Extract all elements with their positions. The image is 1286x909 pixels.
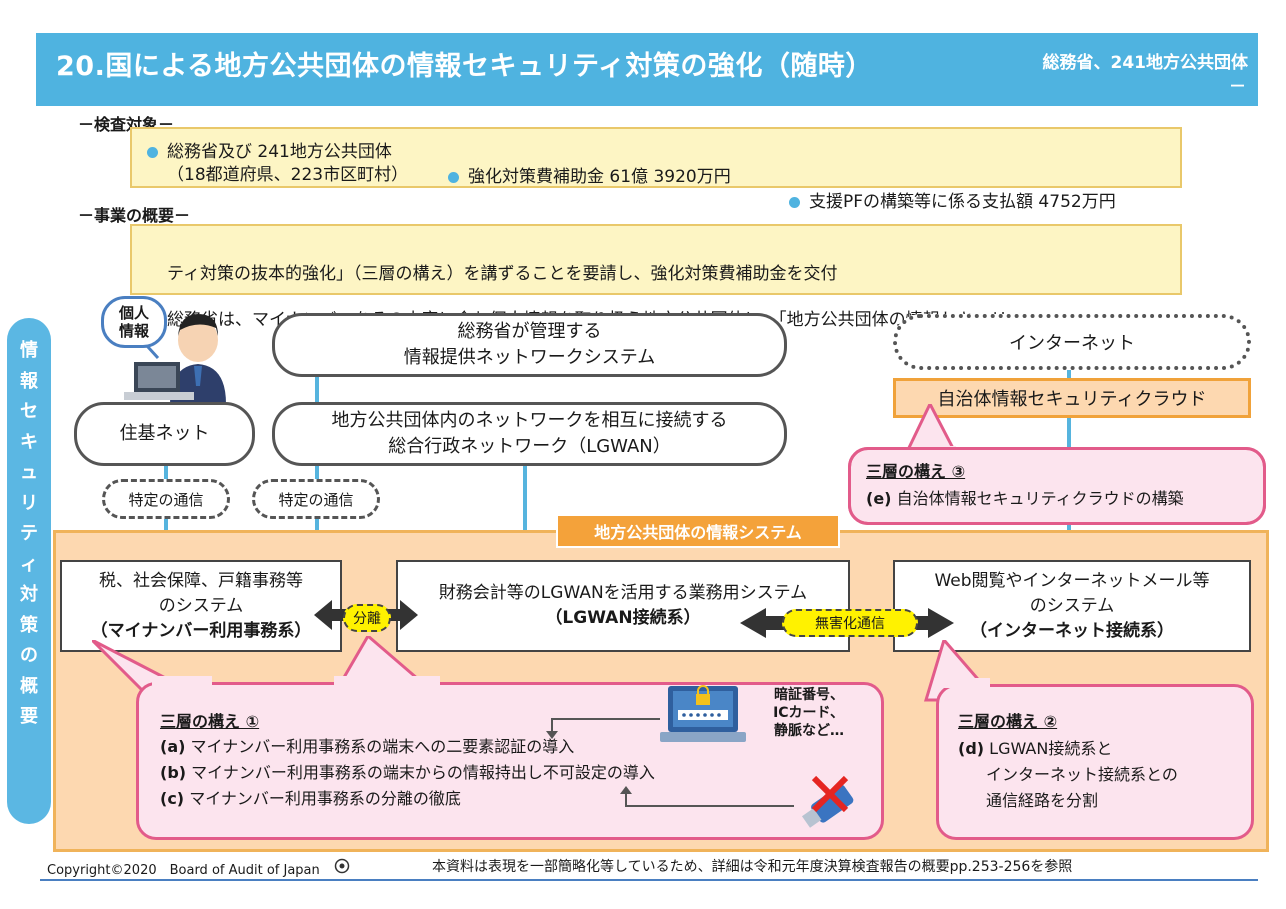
mic-network-node: 総務省が管理する情報提供ネットワークシステム — [272, 313, 787, 377]
lgwan-node: 地方公共団体内のネットワークを相互に接続する総合行政ネットワーク（LGWAN） — [272, 402, 787, 466]
inspection-item-1: 総務省及び 241地方公共団体 — [145, 140, 1286, 165]
header-bar — [36, 33, 1258, 106]
line-lgwan — [523, 466, 527, 562]
layer2-content: 三層の構え ② (d) LGWAN接続系と インターネット接続系との 通信経路を… — [958, 708, 1178, 814]
internet-node: インターネット — [893, 314, 1251, 370]
vertical-title: 情報セキュリティ対策の概要 — [20, 340, 38, 727]
inspection-item-1-sub: （18都道府県、223市区町村） — [167, 165, 409, 185]
inspection-item-3: 支援PFの構築等に係る支払額 4752万円 — [787, 190, 1286, 215]
layer1-item-b: (b) マイナンバー利用事務系の端末からの情報持出し不可設定の導入 — [160, 763, 655, 782]
detox-badge: 無害化通信 — [782, 609, 918, 637]
page-title: 20.国による地方公共団体の情報セキュリティ対策の強化（随時） — [56, 51, 873, 82]
usb-arrow — [616, 786, 796, 810]
agency-dash: － — [1229, 77, 1246, 97]
mynumber-system-box: 税、社会保障、戸籍事務等 のシステム （マイナンバー利用事務系） — [60, 560, 342, 652]
auth-methods-label: 暗証番号、 ICカード、 静脈など… — [773, 687, 844, 739]
inspection-box — [130, 127, 1182, 188]
laptop-lock-icon — [660, 684, 746, 748]
overview-line-2: ティ対策の抜本的強化」（三層の構え）を講ずることを要請し、強化対策費補助金を交付 — [167, 264, 838, 284]
person-icon — [108, 296, 228, 404]
board-seal-icon — [334, 858, 350, 874]
layer1-title: 三層の構え ① — [160, 712, 260, 731]
overview-label: －事業の概要－ — [78, 206, 191, 225]
specific-comm-badge-2: 特定の通信 — [252, 479, 380, 519]
overview-box — [130, 224, 1182, 295]
personal-info-bubble: 個人情報 — [101, 296, 167, 348]
auth-arrow — [542, 715, 662, 739]
layer2-title: 三層の構え ② — [958, 712, 1058, 731]
juki-net-node: 住基ネット — [74, 402, 255, 466]
inspection-item-2: 強化対策費補助金 61億 3920万円 — [446, 165, 1286, 190]
specific-comm-badge-1: 特定の通信 — [102, 479, 230, 519]
agency-label: 総務省、241地方公共団体 — [1042, 53, 1249, 73]
copyright: Copyright©2020 Board of Audit of Japan — [47, 863, 320, 878]
internet-system-box: Web閲覧やインターネットメール等 のシステム （インターネット接続系） — [893, 560, 1251, 652]
layer1-item-c: (c) マイナンバー利用事務系の分離の徹底 — [160, 789, 461, 808]
footnote: 本資料は表現を一部簡略化等しているため、詳細は令和元年度決算検査報告の概要pp.… — [432, 859, 1073, 875]
layer1-content: 三層の構え ① (a) マイナンバー利用事務系の端末への二要素認証の導入 (b)… — [160, 708, 655, 812]
layer2-box — [936, 684, 1254, 840]
vertical-band — [7, 318, 51, 824]
layer3-title: 三層の構え ③ (e) 自治体情報セキュリティクラウドの構築 — [866, 462, 1184, 508]
footer-line — [40, 879, 1258, 881]
lgwan-system-box: 財務会計等のLGWANを活用する業務用システム （LGWAN接続系） — [396, 560, 850, 652]
usb-blocked-icon — [796, 770, 864, 832]
separation-badge: 分離 — [343, 604, 391, 632]
layer1-box — [136, 682, 884, 840]
line-mic — [315, 376, 319, 562]
security-cloud-node: 自治体情報セキュリティクラウド — [893, 378, 1251, 418]
info-system-label: 地方公共団体の情報システム — [556, 514, 840, 548]
layer1-item-a: (a) マイナンバー利用事務系の端末への二要素認証の導入 — [160, 737, 575, 756]
